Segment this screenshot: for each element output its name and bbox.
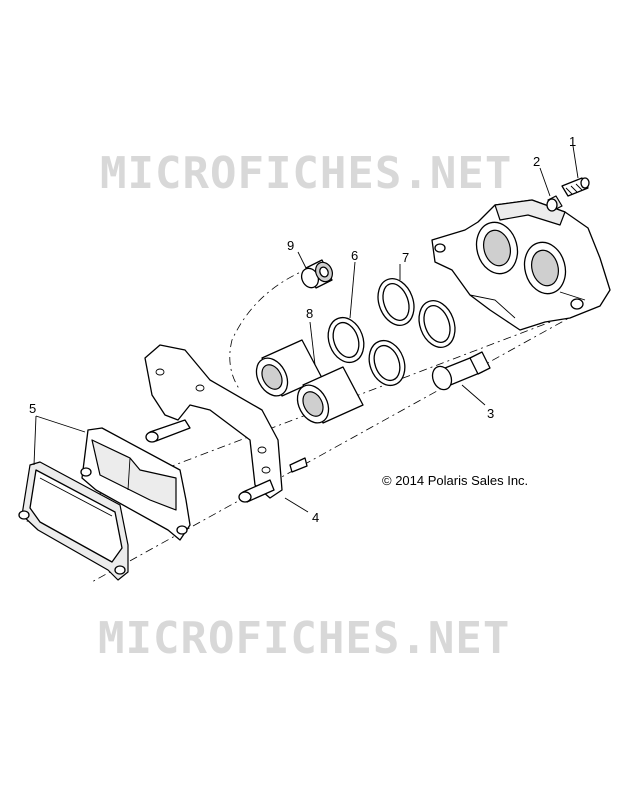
watermark-top: MICROFICHES.NET [100, 148, 512, 199]
dust-boot-upper [377, 278, 415, 326]
piston-upper [255, 339, 323, 397]
watermark-bottom: MICROFICHES.NET [98, 613, 510, 664]
callout-2: 2 [533, 154, 540, 169]
slide-pin-bushing [300, 259, 333, 289]
callout-4: 4 [312, 510, 319, 525]
dust-boot-lower [418, 300, 456, 348]
piston-seal-lower [368, 339, 406, 387]
slide-pin-bolt [431, 351, 491, 391]
piston-seal-upper [327, 316, 365, 364]
copyright-notice: © 2014 Polaris Sales Inc. [382, 473, 528, 488]
callout-5: 5 [29, 401, 36, 416]
bleeder-screw [561, 177, 590, 197]
bleeder-cap [546, 195, 563, 212]
callout-3: 3 [487, 406, 494, 421]
leader-lines [33, 145, 579, 513]
piston-lower [296, 366, 364, 424]
callout-1: 1 [569, 134, 576, 149]
caliper-mounting-bracket [144, 344, 308, 503]
brake-pad-outer [18, 461, 129, 581]
callout-9: 9 [287, 238, 294, 253]
callout-labels: 1 2 3 4 5 6 7 8 9 [29, 134, 576, 525]
brake-pad-inner [80, 427, 191, 541]
caliper-body [431, 199, 611, 331]
callout-8: 8 [306, 306, 313, 321]
callout-6: 6 [351, 248, 358, 263]
callout-7: 7 [402, 250, 409, 265]
